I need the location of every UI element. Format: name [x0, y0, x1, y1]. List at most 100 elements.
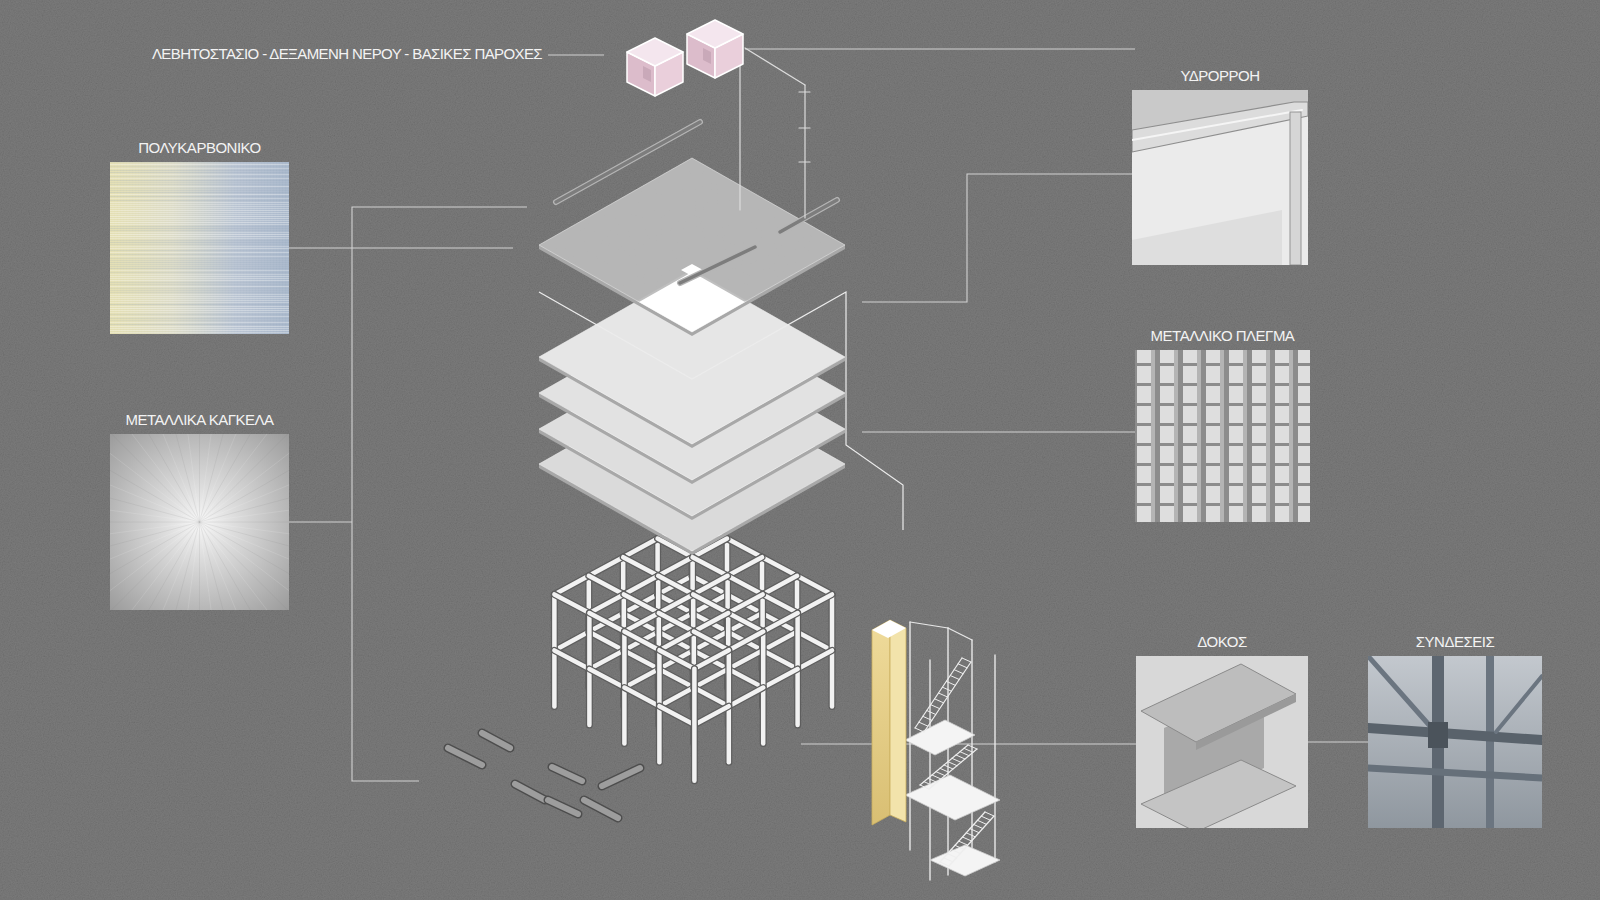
frame-member-outline: [659, 669, 694, 688]
steel-brace: [1368, 656, 1430, 726]
mesh-cell: [1206, 346, 1220, 363]
steel-frame: [554, 520, 832, 781]
frame-member-outline: [658, 632, 693, 651]
stair-tread: [958, 664, 967, 668]
frame-member: [694, 669, 728, 688]
frame-member: [728, 613, 763, 632]
frame-member: [623, 557, 658, 576]
frame-member: [763, 669, 797, 688]
mesh-cell: [1183, 366, 1197, 383]
material-swatch: ΣΥΝΔΕΣΕΙΣ: [1368, 656, 1542, 828]
frame-member: [659, 688, 693, 707]
brush-line: [200, 423, 299, 522]
brush-line: [130, 522, 200, 643]
landing: [930, 845, 1000, 876]
mesh-cell: [1137, 386, 1151, 403]
brush-line: [78, 452, 199, 522]
stair-tread: [940, 862, 949, 866]
tower-post: [947, 628, 948, 875]
frame-member-outline: [693, 650, 728, 669]
rib: [242, 162, 243, 334]
brush-line: [101, 522, 200, 621]
frame-member: [692, 669, 697, 781]
frame-member-outline: [694, 632, 729, 651]
frame-member: [763, 613, 797, 632]
mesh-cell: [1137, 506, 1151, 523]
frame-member-outline: [694, 706, 728, 725]
brush-line: [200, 522, 270, 643]
frame-member-outline: [624, 669, 658, 688]
mesh-fin: [1266, 350, 1270, 522]
stair-tread: [927, 711, 936, 715]
railing-bar-edge: [780, 200, 837, 232]
material-heading: ΔΟΚΟΣ: [1197, 633, 1246, 650]
rib: [176, 162, 177, 334]
stair-tread: [936, 772, 945, 776]
rib: [197, 162, 198, 334]
mesh-cell: [1160, 506, 1174, 523]
loose-beam: [515, 784, 545, 800]
stair-tread: [963, 837, 972, 841]
material-heading: ΜΕΤΑΛΛΙΚΑ ΚΑΓΚΕΛΑ: [126, 411, 274, 428]
brush-line: [181, 383, 199, 522]
rib: [113, 162, 114, 334]
railing-bar: [556, 122, 700, 202]
rib: [122, 162, 123, 334]
mesh-cell: [1298, 506, 1312, 523]
frame-member: [693, 557, 728, 576]
swatch-ground: [110, 162, 289, 334]
connection-plate: [1428, 722, 1448, 748]
leader-line: [862, 174, 1132, 302]
rib: [287, 162, 288, 334]
mesh-cell: [1252, 366, 1266, 383]
rib: [233, 162, 234, 334]
rib: [245, 162, 246, 334]
frame-member-outline: [624, 632, 659, 651]
mesh-fin: [1312, 350, 1316, 522]
stair-tread: [970, 829, 979, 833]
brush-line: [64, 486, 199, 522]
mesh-cell: [1160, 386, 1174, 403]
frame-member: [624, 688, 659, 707]
frame-member: [658, 576, 693, 595]
mesh-cell: [1137, 346, 1151, 363]
stair-tread: [985, 812, 994, 816]
tower-post: [929, 660, 930, 880]
loose-beam: [602, 768, 640, 786]
frame-member: [729, 632, 763, 651]
mesh-cell: [1183, 486, 1197, 503]
rib: [191, 162, 192, 334]
tank-detail: [643, 66, 651, 82]
steel-brace: [1496, 676, 1542, 732]
mesh-cell: [1229, 466, 1243, 483]
rib: [278, 162, 279, 334]
rib: [188, 162, 189, 334]
stair-stringer: [940, 812, 985, 862]
mesh-fin: [1220, 350, 1224, 522]
frame-member-outline: [624, 613, 658, 632]
frame-member-outline: [727, 595, 762, 614]
frame-member: [624, 613, 658, 632]
frame-member-outline: [728, 557, 762, 576]
frame-member-outline: [623, 557, 658, 576]
mesh-cell: [1206, 466, 1220, 483]
stair-tread: [966, 833, 975, 837]
mesh-cell: [1137, 466, 1151, 483]
loose-beam: [482, 733, 510, 748]
stair-tread: [964, 748, 973, 752]
beam-outline: [584, 800, 618, 818]
mesh-cell: [1137, 426, 1151, 443]
rib: [143, 162, 144, 334]
frame-member-outline: [659, 613, 694, 632]
railing-bar-edge: [556, 122, 700, 202]
frame-member-outline: [659, 594, 693, 613]
mesh-cell: [1298, 446, 1312, 463]
stair-tread: [948, 854, 957, 858]
brush-line: [200, 522, 321, 592]
brush-line: [200, 522, 285, 633]
frame-member: [693, 650, 728, 669]
roof-opening: [639, 272, 745, 332]
